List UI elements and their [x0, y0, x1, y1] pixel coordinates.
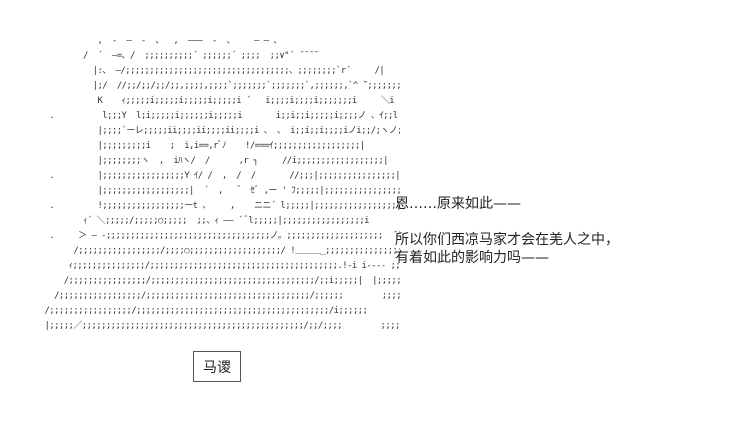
ascii-art-line: |:、 ―/;;;;;;;;;;;;;;;;;;;;;;;;;;;;;;;;;;… [30, 66, 385, 76]
ascii-art-line: K ｨ;;;;;i;;;;;i;;;;;i;;;;;i ´ i;;;;i;;;;… [30, 96, 395, 106]
ascii-art-figure: , - ― - 、 , ――― - 、 ― ― 、 / ´ ―=、/ ;;;;;… [30, 34, 400, 382]
ascii-art-line: /;;;;;;;;;;;;;;;;/;;;;;;;;;;;;;;;;;;;;;;… [63, 276, 400, 286]
dialogue-text: 恩……原来如此—— 所以你们西凉马家才会在羌人之中， 有着如此的影响力吗—— [395, 195, 735, 267]
ascii-art-line: /;;;;;;;;;;;;;;;;;/;;;;○;;;;;;;;;;;;;;;;… [73, 246, 400, 256]
dialogue-spacer [395, 213, 735, 231]
character-name-plate: 马谡 [193, 351, 241, 382]
ascii-art-line: /;;;;;;;;;;;;;;;;;/;;;;;;;;;;;;;;;;;;;;;… [44, 306, 368, 316]
ascii-art-line: , - ― - 、 , ――― - 、 ― ― 、 [30, 36, 282, 46]
ascii-art-line: |;;;;;／;;;;;;;;;;;;;;;;;;;;;;;;;;;;;;;;;… [44, 321, 400, 331]
ascii-art-line: ｨ´ ＼;;;;;/;;;;;○;;;;; ;;、ｨ ―― ´ ﾞl;;;;;|… [30, 216, 370, 226]
ascii-art-line: . |;;;;;;;;;;;;;;;;;Y ｲ/ / , / / //;;;|;… [30, 171, 400, 181]
ascii-art-line: |;;;;`ーレ;;;;;ii;;;;ii;;;;ii;;;;i 、 、 i;;… [30, 126, 400, 136]
ascii-art-line: . ＞ ― -;;;;;;;;;;;;;;;;;;;;;;;;;;;;;;;;;… [30, 231, 400, 241]
ascii-art-line: |;/ //;;/;;/;;/;;,;;;;,;;;;`;;;;;;;`;;;;… [30, 81, 400, 91]
ascii-art-line: / ´ ―=、/ ;;;;;;;;;;´ ;;;;;;´ ;;;; ;;∨"´ … [30, 51, 314, 61]
ascii-art-line: . l;;;Y l;i;;;;;i;;;;;;i;;;;;i i;;i;;i;;… [30, 111, 398, 121]
ascii-art-line: |;;;;;;;;;i ; i,i==,rﾞﾉ !/===ｲ;;;;;;;;;;… [30, 141, 365, 151]
ascii-art-line: ｨ;;;;;;;;;;;;;;;/;;;;;;;;;;;;;;;;;;;;;;;… [68, 261, 400, 271]
ascii-art-character: , - ― - 、 , ――― - 、 ― ― 、 / ´ ―=、/ ;;;;;… [30, 34, 400, 334]
dialogue-line-1: 恩……原来如此—— [395, 196, 521, 212]
dialogue-line-2: 所以你们西凉马家才会在羌人之中， [395, 232, 619, 248]
ascii-art-line: |;;;;;;;;ヽ , iﾊヽ/ / ,r ┐ //i;;;;;;;;;;;;… [30, 156, 388, 166]
ascii-art-line: |;;;;;;;;;;;;;;;;;;| ´ , ゛ ｾﾞ ,ー ' ﾌ;;;;… [30, 186, 400, 196]
ascii-art-line: /;;;;;;;;;;;;;;;;;/;;;;;;;;;;;;;;;;;;;;;… [54, 291, 400, 301]
dialogue-line-3: 有着如此的影响力吗—— [395, 250, 549, 266]
ascii-art-line: . !;;;;;;;;;;;;;;;;;ーt 、 , ニニ´ l;;;;;|;;… [30, 201, 400, 211]
